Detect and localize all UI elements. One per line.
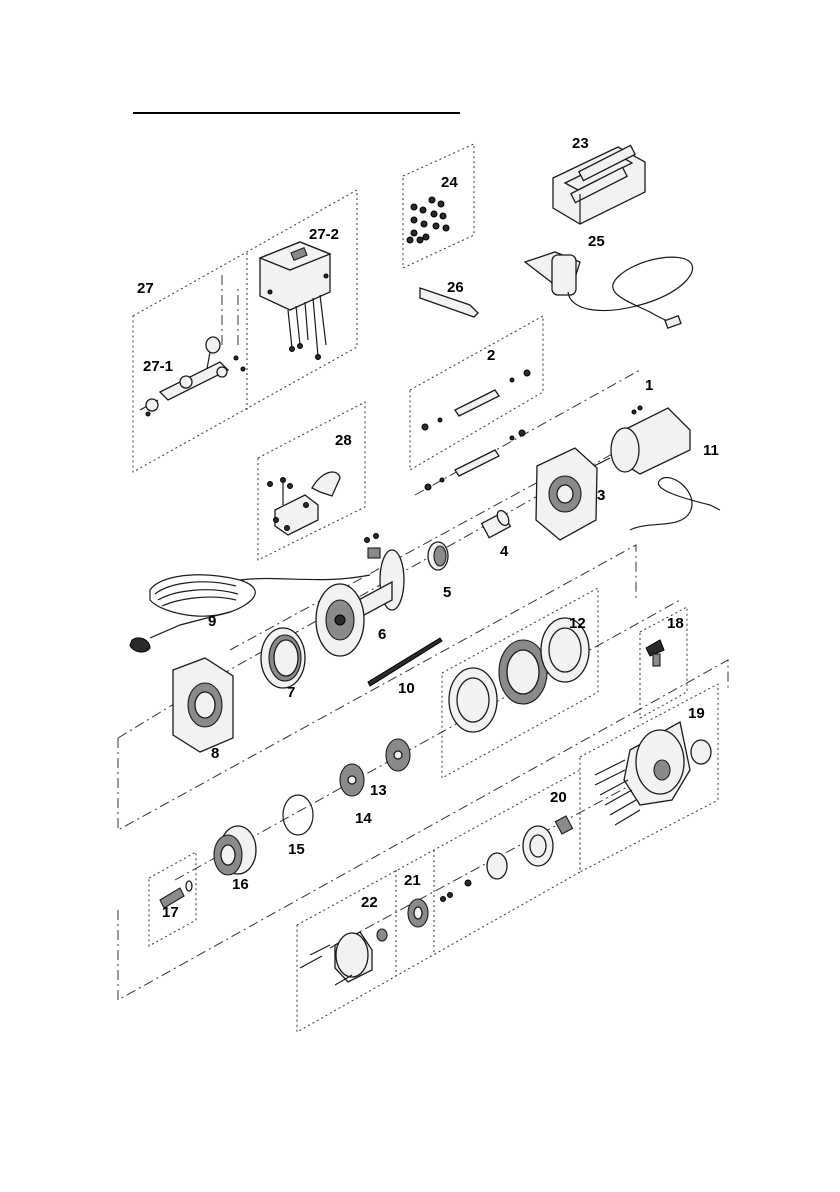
label-part-23: 23 (572, 135, 589, 152)
label-part-25: 25 (588, 233, 605, 250)
label-part-26: 26 (447, 279, 464, 296)
part-15-snap-ring (283, 795, 313, 835)
label-part-18: 18 (667, 615, 684, 632)
label-part-20: 20 (550, 789, 567, 806)
part-20-brake-assembly (441, 816, 573, 901)
label-part-5: 5 (443, 584, 451, 601)
part-19-gear-housing (595, 722, 711, 825)
label-part-16: 16 (232, 876, 249, 893)
part-12-ring-gear-gaskets (449, 618, 589, 732)
group-box-2 (410, 316, 543, 470)
part-7-seal-ring (261, 628, 305, 688)
label-part-11: 11 (703, 442, 719, 459)
label-part-17: 17 (162, 904, 179, 921)
label-part-4: 4 (500, 543, 509, 560)
label-part-28: 28 (335, 432, 352, 449)
label-part-19: 19 (688, 705, 705, 722)
part-3-motor-end-bearing (536, 448, 597, 540)
group-box-28 (258, 402, 365, 560)
part-23-roller-fairlead (553, 145, 645, 224)
axis-line-motor (415, 370, 640, 495)
label-part-14: 14 (355, 810, 372, 827)
label-part-21: 21 (404, 872, 421, 889)
group-box-22 (297, 770, 580, 1032)
label-part-8: 8 (211, 745, 219, 762)
label-part-1: 1 (645, 377, 653, 394)
part-18-clutch-knob (646, 640, 664, 666)
part-6-cable-drum (316, 534, 404, 657)
part-10-drive-shaft (368, 638, 442, 686)
label-part-22: 22 (361, 894, 378, 911)
label-part-13: 13 (370, 782, 387, 799)
label-part-3: 3 (597, 487, 605, 504)
part-13-planet-carrier (386, 739, 410, 771)
label-part-27-1: 27-1 (143, 358, 173, 375)
part-27-1-switch-assembly (140, 337, 245, 416)
label-part-27: 27 (137, 280, 154, 297)
label-part-7: 7 (287, 684, 295, 701)
label-part-9: 9 (208, 613, 216, 630)
part-14-planet-carrier (340, 764, 364, 796)
part-21-bearing (408, 899, 428, 927)
label-part-2: 2 (487, 347, 495, 364)
part-8-drum-support (173, 658, 233, 752)
label-part-27-2: 27-2 (309, 226, 339, 243)
label-part-12: 12 (569, 615, 586, 632)
part-1-motor (586, 406, 690, 474)
part-27-2-solenoid-contactor (260, 242, 330, 360)
label-part-6: 6 (378, 626, 386, 643)
part-5-bushing (428, 542, 448, 570)
part-2-tie-bars (422, 370, 530, 490)
part-28-clutch-lever (268, 472, 341, 535)
part-11-power-cable (630, 478, 720, 530)
label-part-10: 10 (398, 680, 415, 697)
part-25-remote-control (525, 252, 693, 328)
axis-line-brake (330, 780, 640, 948)
part-16-clutch-ring (214, 826, 256, 875)
part-22-end-cover (300, 929, 387, 985)
label-part-24: 24 (441, 174, 458, 191)
part-24-hardware-kit (407, 197, 449, 243)
label-part-15: 15 (288, 841, 305, 858)
